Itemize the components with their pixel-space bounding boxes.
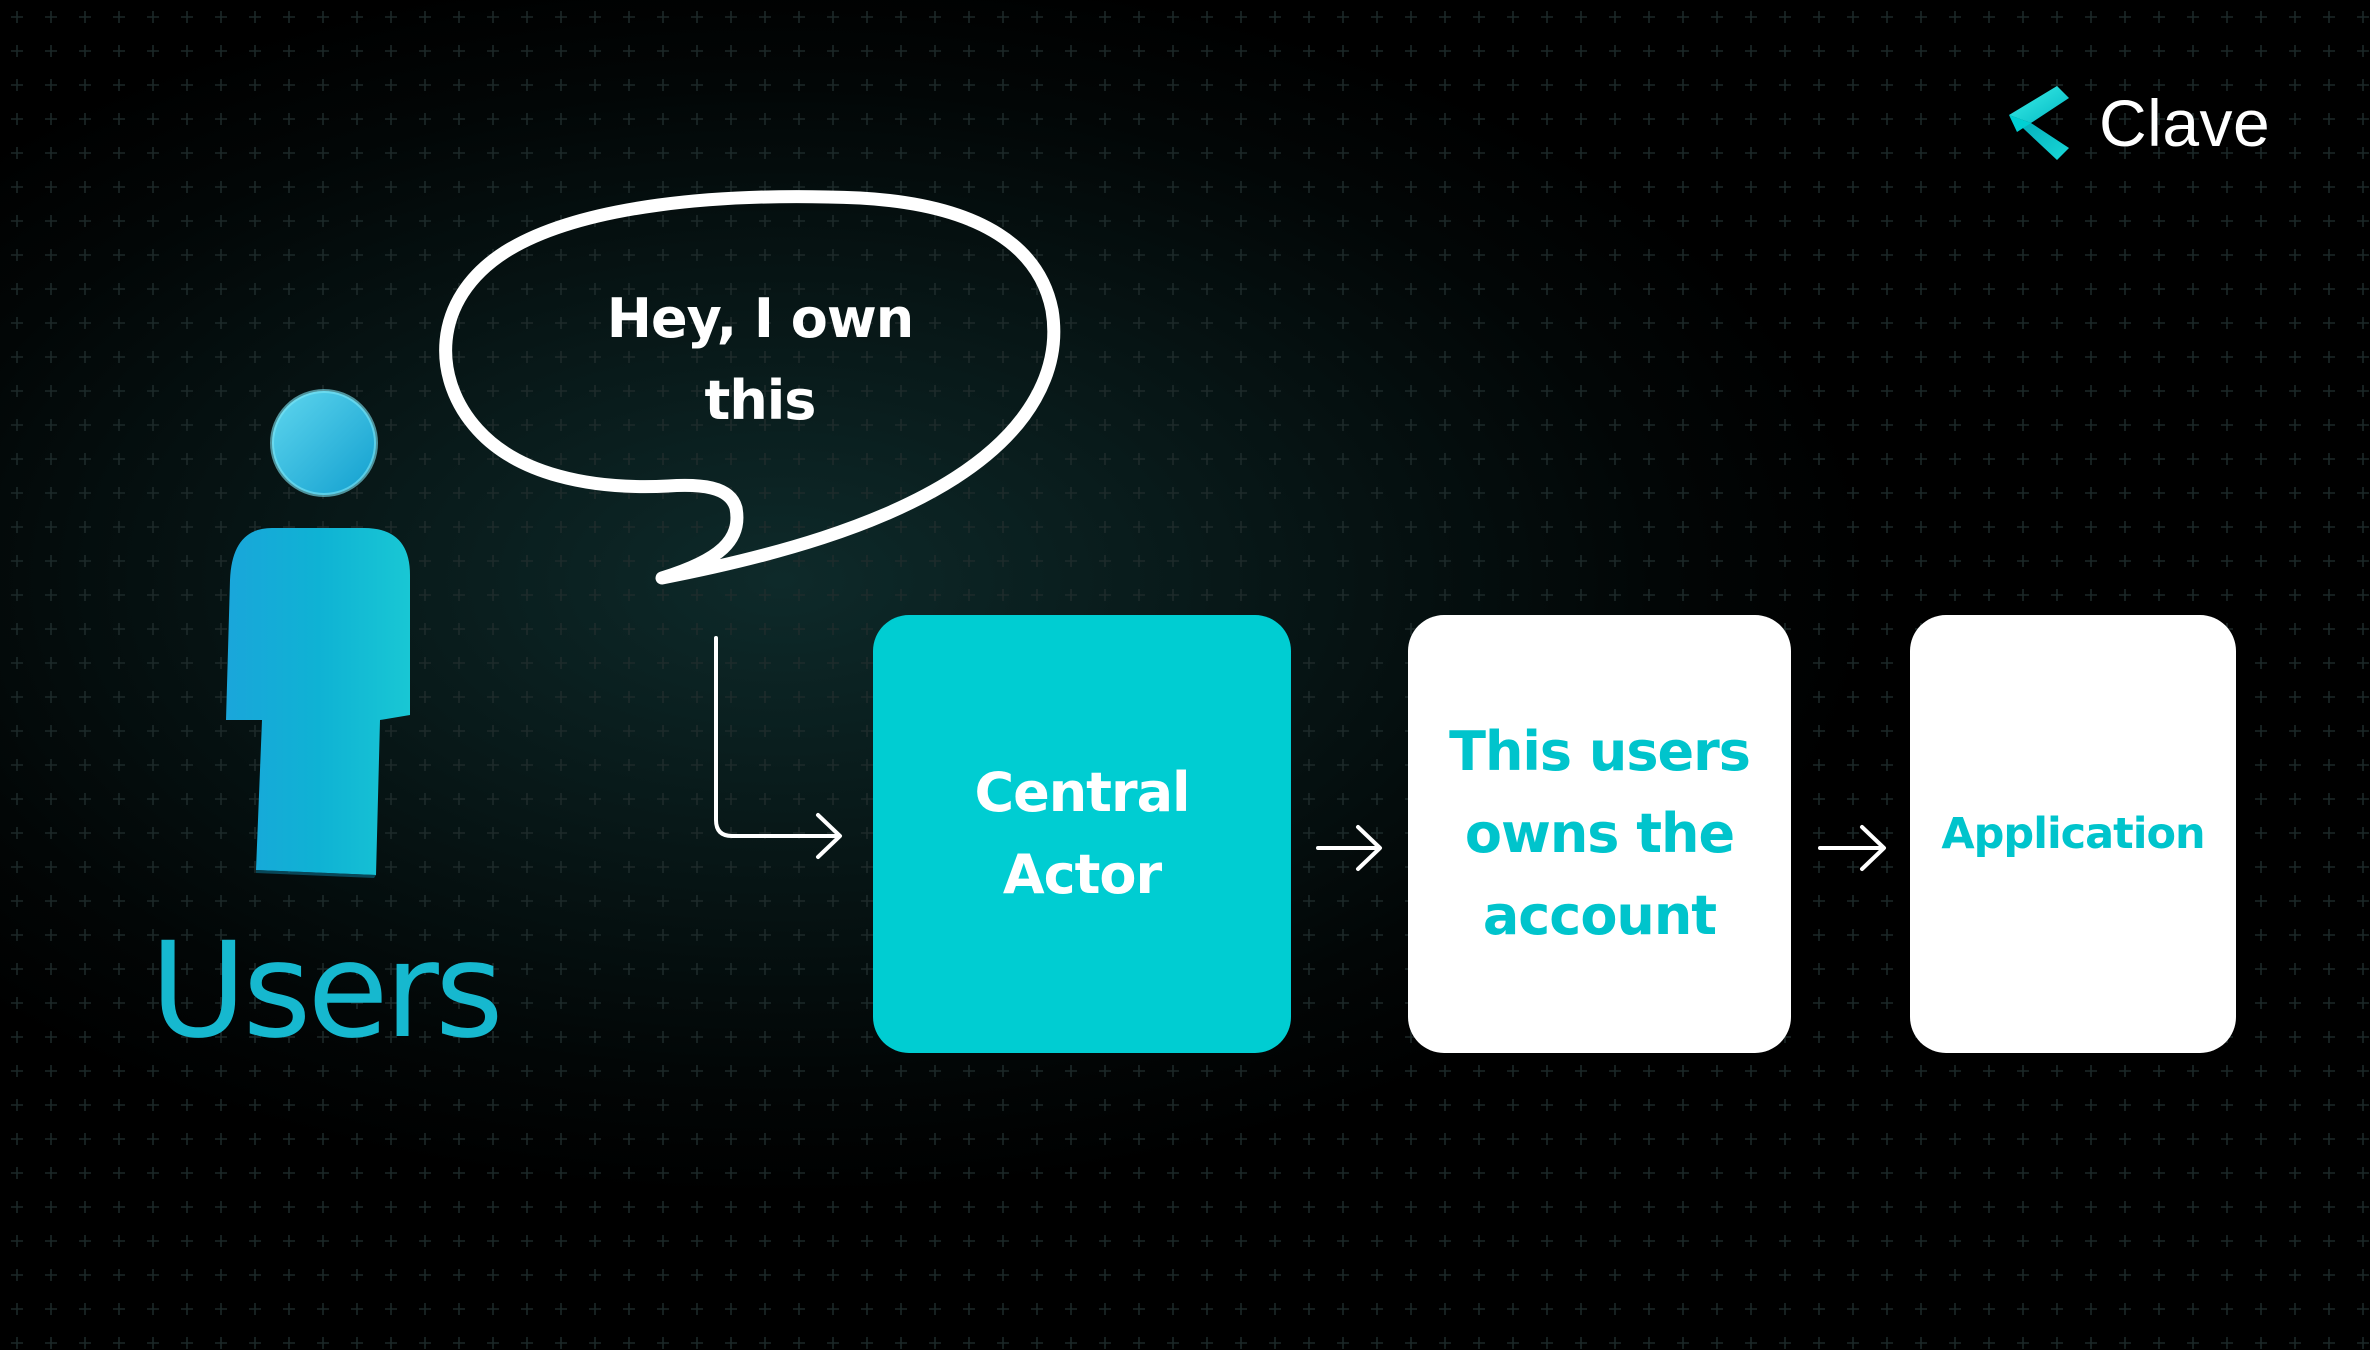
users-label: Users — [150, 914, 504, 1068]
central-actor-label: Central Actor — [974, 761, 1190, 906]
speech-bubble-outline — [439, 190, 1061, 585]
chevron-left-logo-icon — [2009, 86, 2069, 160]
application-label: Application — [1941, 809, 2205, 859]
user-owns-account-box: This users owns the account — [1408, 615, 1791, 1053]
arrow-right-icon — [1316, 825, 1382, 871]
speech-bubble-text: Hey, I own this — [606, 287, 914, 432]
central-actor-box: Central Actor — [873, 615, 1291, 1053]
brand-logo: Clave — [1995, 78, 2270, 168]
arrow-right-icon — [714, 636, 842, 859]
user-owns-account-label: This users owns the account — [1449, 720, 1751, 947]
brand-name: Clave — [2099, 86, 2271, 160]
arrow-right-icon — [1818, 825, 1886, 871]
person-icon — [226, 389, 410, 878]
application-box: Application — [1910, 615, 2236, 1053]
